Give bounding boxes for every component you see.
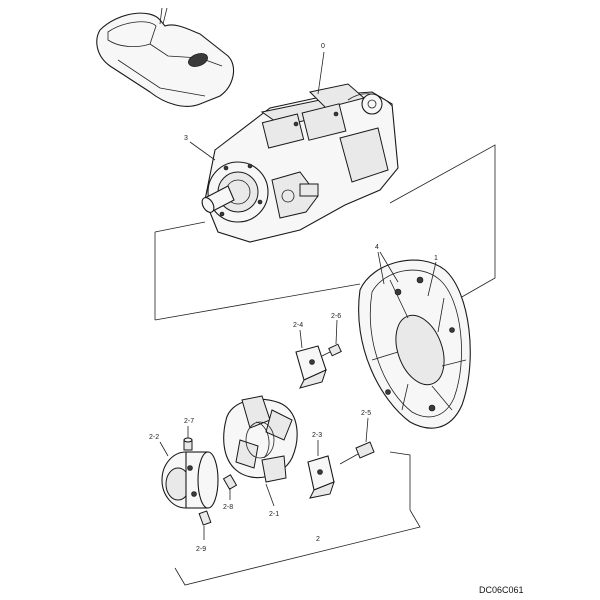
- insert-block-lower: [307, 455, 335, 499]
- bolt-upper: [321, 343, 342, 357]
- callout-2-3: 2-3: [312, 432, 322, 439]
- callout-2-1: 2-1: [269, 511, 279, 518]
- kit-bracket: [174, 451, 421, 586]
- spring-pin: [222, 474, 238, 490]
- callout-2-4: 2-4: [293, 322, 303, 329]
- callout-4: 4: [375, 244, 379, 251]
- coupling-housing: [358, 259, 471, 429]
- callout-2-7: 2-7: [184, 418, 194, 425]
- bolt-lower: [339, 441, 375, 465]
- callout-2-8: 2-8: [223, 504, 233, 511]
- assembly-outline: [154, 144, 496, 321]
- callout-1: 1: [434, 255, 438, 262]
- callout-0: 0: [321, 43, 325, 50]
- callout-2: 2: [316, 536, 320, 543]
- coupling-element: [223, 395, 298, 483]
- set-screw: [183, 437, 193, 451]
- machine-locator-thumbnail: [96, 7, 235, 107]
- callout-2-5: 2-5: [361, 410, 371, 417]
- hydraulic-pump-assembly: [201, 83, 399, 243]
- leader-lines: [159, 51, 437, 540]
- pump-location-marker: [188, 53, 208, 67]
- lower-set-screw: [198, 510, 212, 526]
- insert-block-upper: [295, 345, 327, 389]
- drawing-code: DC06C061: [479, 585, 524, 595]
- callout-2-9: 2-9: [196, 546, 206, 553]
- coupling-hub: [161, 451, 219, 509]
- callout-labels: 0 3 4 1 2-4 2-6 2-7 2-2 2-5 2-3 2-8 2-1 …: [149, 43, 438, 553]
- callout-2-6: 2-6: [331, 313, 341, 320]
- callout-3: 3: [184, 135, 188, 142]
- callout-2-2: 2-2: [149, 434, 159, 441]
